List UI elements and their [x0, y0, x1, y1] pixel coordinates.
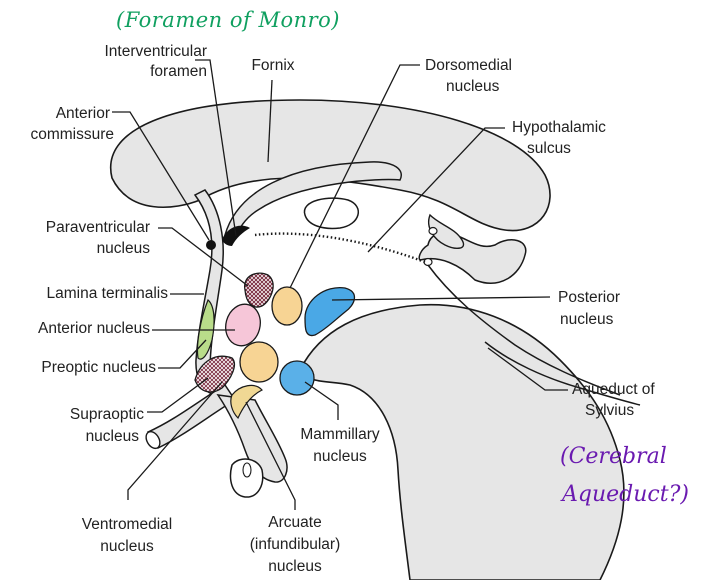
- label-ventromedial-line2: nucleus: [62, 537, 192, 557]
- paraventricular-nucleus-shape: [245, 273, 274, 307]
- label-posterior-line2: nucleus: [560, 310, 613, 330]
- leader-posterior: [332, 297, 550, 300]
- label-hypothalamic-sulcus-line1: Hypothalamic: [512, 118, 606, 138]
- label-paraventricular-line2: nucleus: [10, 239, 150, 259]
- pituitary-inner: [243, 463, 251, 477]
- mammillary-nucleus-shape: [280, 361, 314, 395]
- pineal-dot: [429, 228, 437, 235]
- label-mammillary-line2: nucleus: [285, 447, 395, 467]
- label-fornix: Fornix: [238, 56, 308, 76]
- label-arcuate-line1: Arcuate: [240, 513, 350, 533]
- ventromedial-nucleus-shape: [240, 342, 278, 382]
- label-anterior-commissure-line2: commissure: [6, 125, 114, 145]
- label-aqueduct-line2: Sylvius: [585, 401, 634, 421]
- label-lamina-terminalis: Lamina terminalis: [4, 284, 168, 304]
- label-aqueduct-line1: Aqueduct of: [572, 380, 655, 400]
- cerebral-aqueduct-note-line2: Aqueduct?): [562, 478, 689, 512]
- label-dorsomedial-line1: Dorsomedial: [425, 56, 512, 76]
- label-ventromedial-line1: Ventromedial: [62, 515, 192, 535]
- label-arcuate-line3: nucleus: [240, 557, 350, 577]
- label-interventricular-line2: foramen: [20, 62, 207, 82]
- label-posterior-line1: Posterior: [558, 288, 620, 308]
- label-preoptic-nucleus: Preoptic nucleus: [4, 358, 156, 378]
- cerebral-aqueduct-note-line1: (Cerebral: [560, 440, 667, 474]
- dorsomedial-nucleus-shape: [272, 287, 302, 325]
- label-anterior-commissure-line1: Anterior: [10, 104, 110, 124]
- posterior-commissure-dot: [424, 259, 432, 266]
- label-arcuate-line2: (infundibular): [240, 535, 350, 555]
- label-anterior-nucleus: Anterior nucleus: [4, 319, 150, 339]
- pineal-region: [419, 233, 526, 283]
- label-mammillary-line1: Mammillary: [285, 425, 395, 445]
- label-interventricular-line1: Interventricular: [20, 42, 207, 62]
- label-hypothalamic-sulcus-line2: sulcus: [527, 139, 571, 159]
- anterior-commissure-dot: [206, 240, 216, 250]
- label-supraoptic-line2: nucleus: [4, 427, 139, 447]
- label-paraventricular-line1: Paraventricular: [10, 218, 150, 238]
- foramen-of-monro-note: (Foramen of Monro): [116, 8, 340, 32]
- label-supraoptic-line1: Supraoptic: [4, 405, 144, 425]
- hypothalamic-sulcus-line: [255, 234, 425, 262]
- label-dorsomedial-line2: nucleus: [446, 77, 499, 97]
